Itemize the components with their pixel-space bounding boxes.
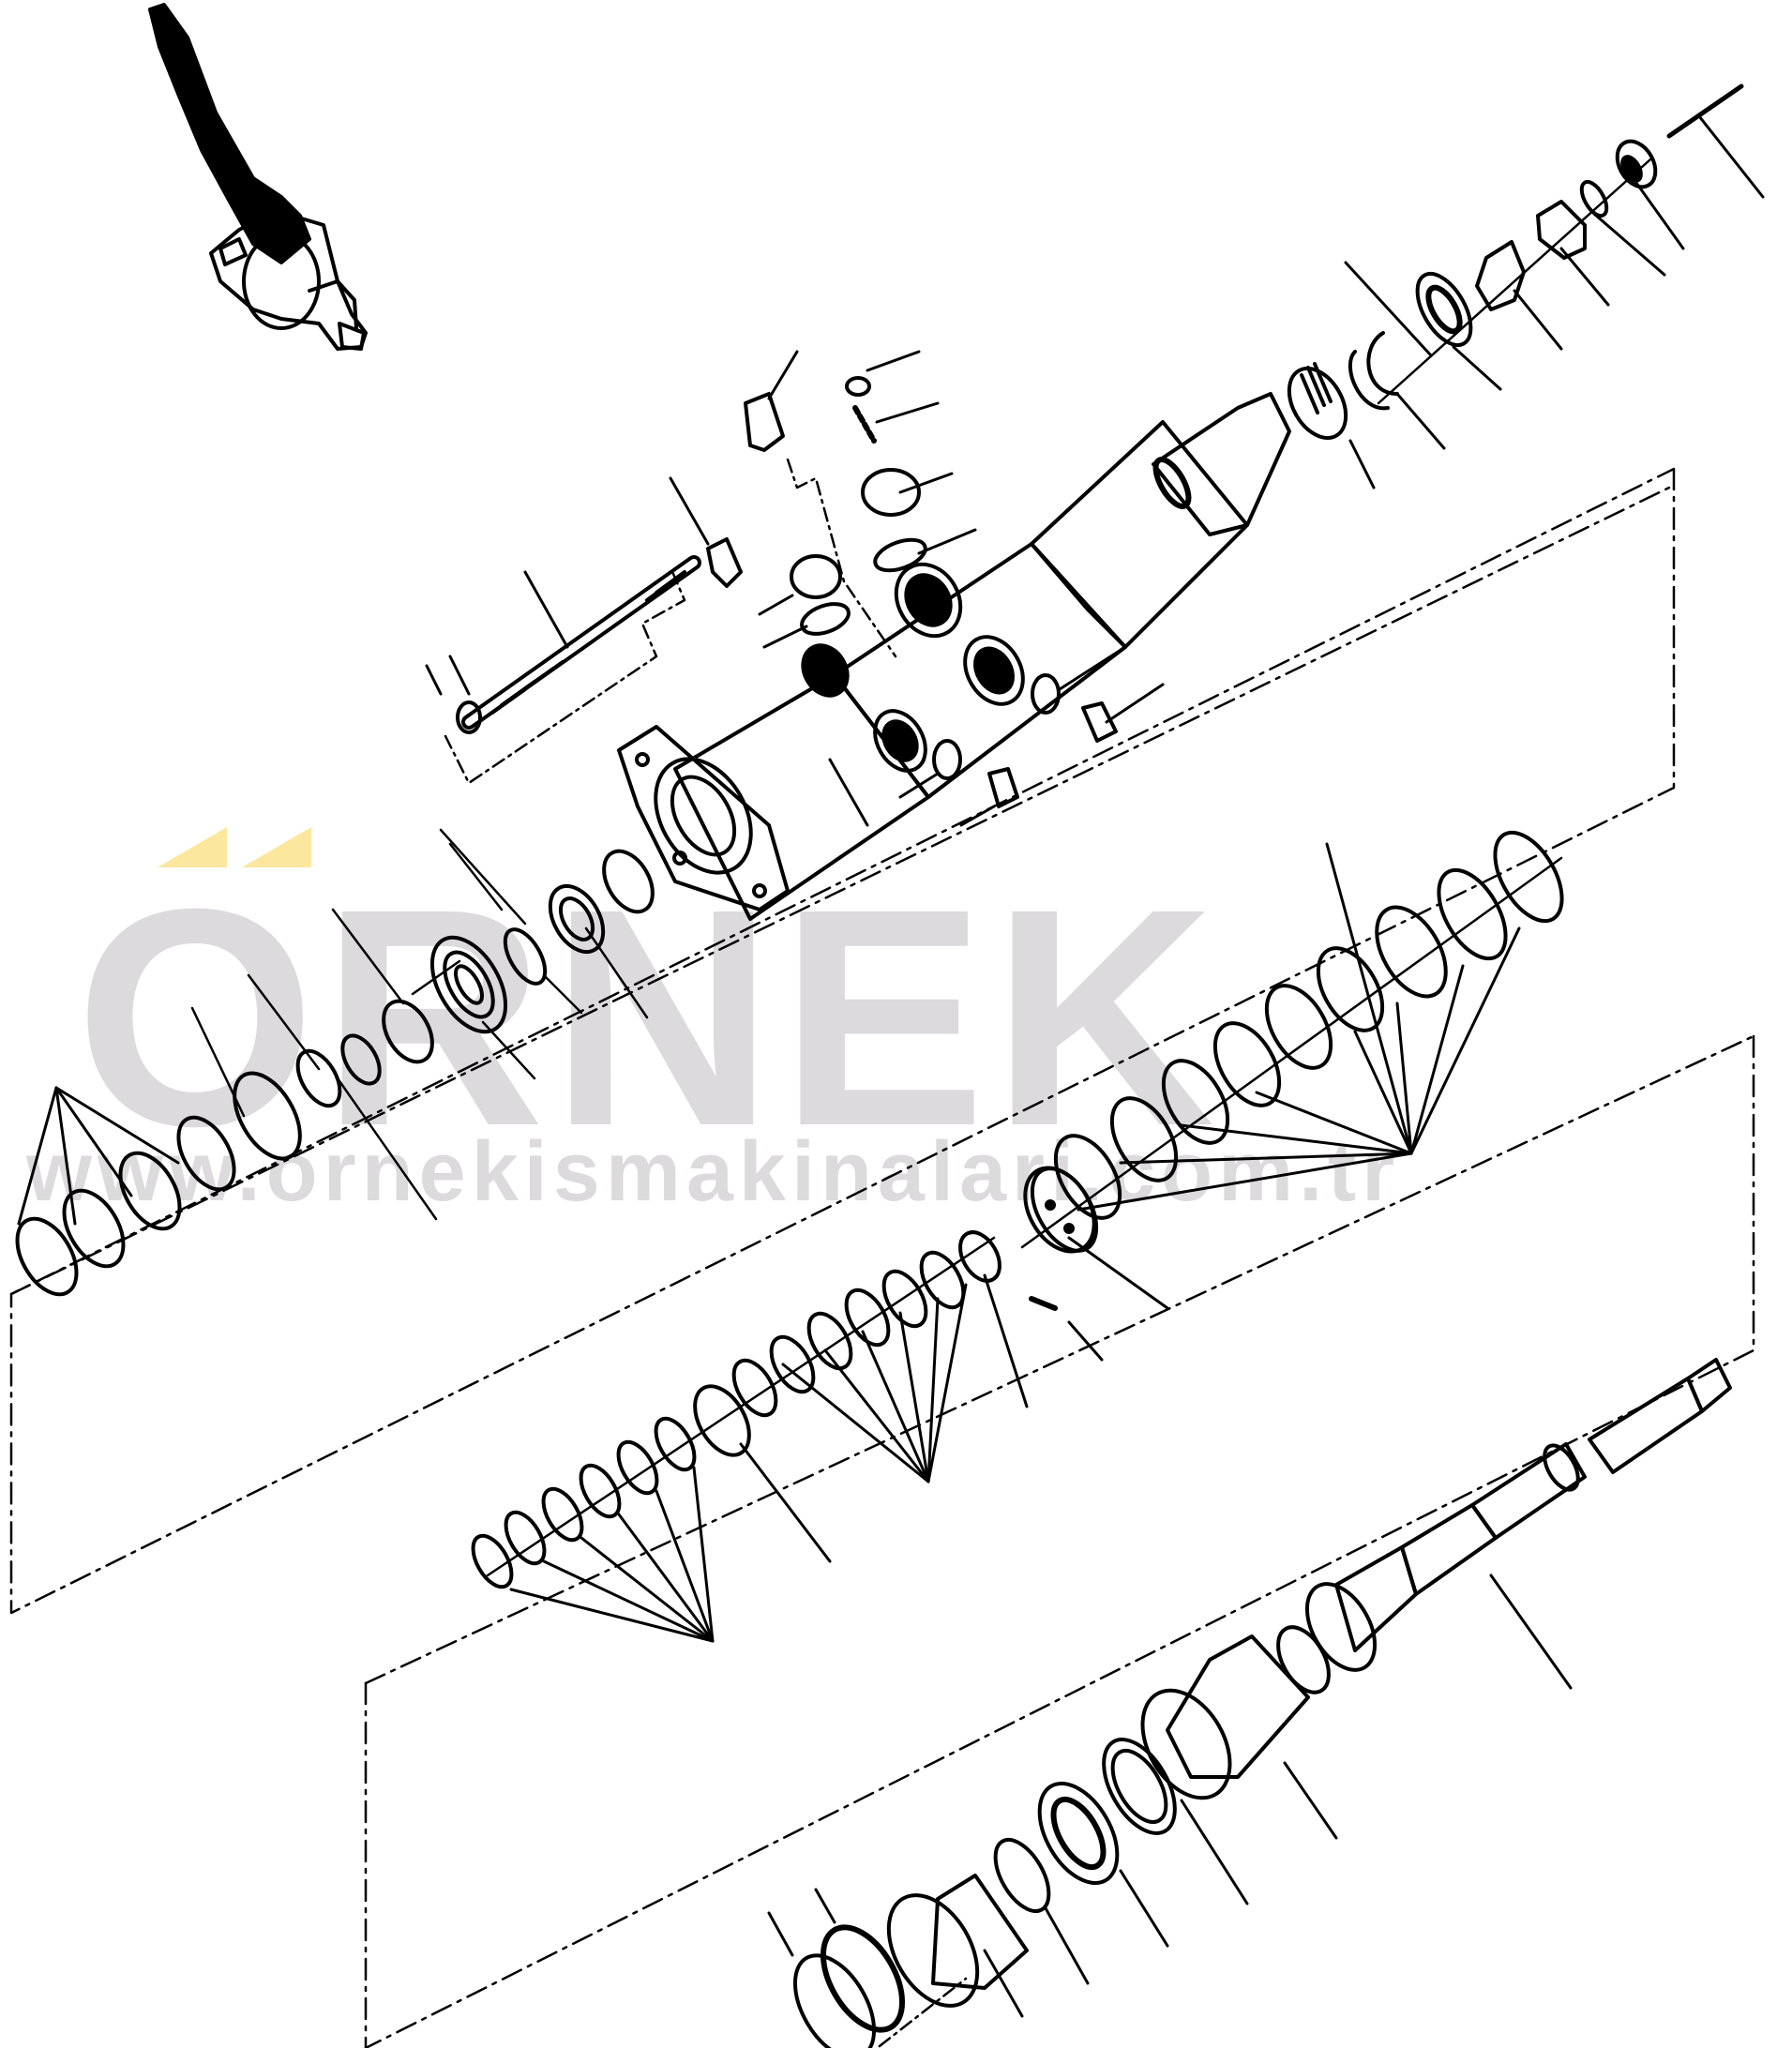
right-disc-stack (1020, 830, 1564, 1253)
umlaut-accent-right (242, 827, 311, 867)
stud-and-nut (425, 555, 701, 785)
middle-plate-stack (471, 1166, 1169, 1643)
left-seal-stack (15, 828, 655, 1297)
assembly-axis-lines (9, 467, 1755, 2048)
watermark-brand: ORNEK (75, 844, 1221, 1190)
umlaut-accent-left (158, 827, 227, 867)
upper-nut-stack (1152, 83, 1765, 536)
gear-housing (617, 420, 1249, 921)
housing-fittings (669, 350, 1165, 827)
input-shaft-stack (767, 1358, 1732, 2048)
assembly-overview-icon (148, 3, 368, 351)
